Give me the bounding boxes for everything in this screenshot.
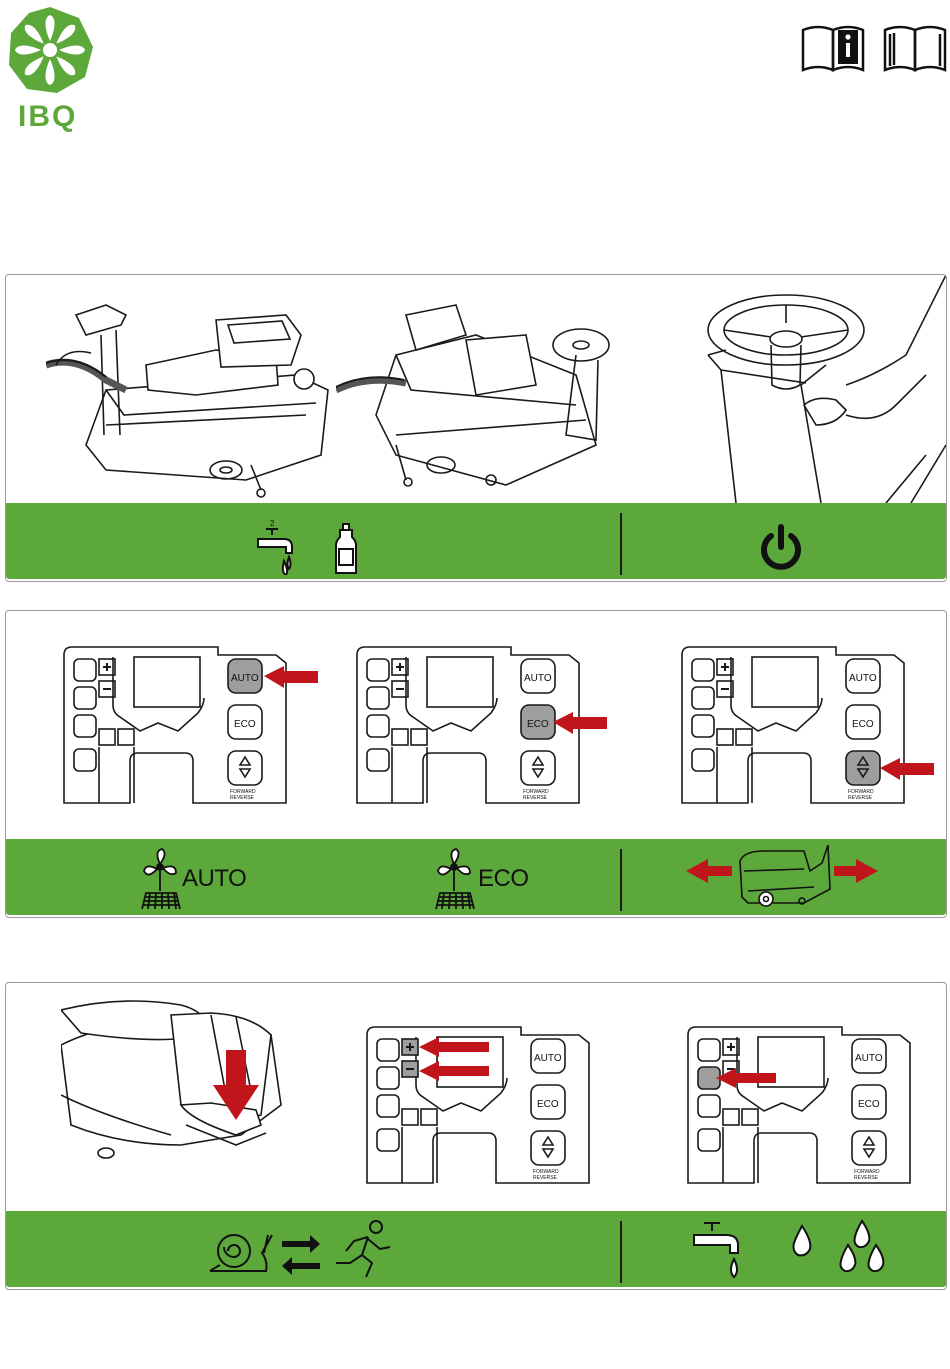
water-tap-icon xyxy=(690,1219,746,1285)
cp-eco-label: ECO xyxy=(858,1099,880,1110)
control-panel-plusminus-highlight: AUTO ECO FORWARD REVERSE xyxy=(361,1023,631,1191)
control-panel-direction-highlight: AUTO ECO FORWARD REVERSE xyxy=(676,643,946,811)
accelerator-pedal-illustration xyxy=(61,995,286,1185)
cp-reverse-label: REVERSE xyxy=(523,795,548,801)
manual-info-icon xyxy=(800,22,866,74)
panel2-icon-bar: AUTO ECO xyxy=(6,839,946,915)
manual-book-icon xyxy=(882,22,948,74)
control-panel-eco-highlight: AUTO ECO FORWARD REVERSE xyxy=(351,643,621,811)
cp-reverse-label: REVERSE xyxy=(848,795,873,801)
control-panel-auto-highlight: AUTO ECO FORWARD REVERSE xyxy=(58,643,328,811)
cp-auto-label: AUTO xyxy=(534,1053,562,1064)
cp-eco-label: ECO xyxy=(527,719,549,730)
cp-reverse-label: REVERSE xyxy=(854,1175,879,1181)
panel3-icon-bar xyxy=(6,1211,946,1287)
machine-direction-icon xyxy=(684,841,880,913)
cp-auto-label: AUTO xyxy=(855,1053,883,1064)
snail-icon xyxy=(206,1223,276,1275)
detergent-bottle-icon xyxy=(334,523,358,577)
cp-auto-label: AUTO xyxy=(849,673,877,684)
fan-brush-icon xyxy=(430,847,480,911)
panel3-divider xyxy=(620,1221,622,1283)
cp-eco-label: ECO xyxy=(852,719,874,730)
cp-eco-label: ECO xyxy=(234,719,256,730)
cp-eco-label: ECO xyxy=(537,1099,559,1110)
water-tap-icon: 2 xyxy=(254,517,298,575)
panel1-icon-bar: 2 xyxy=(6,503,946,579)
single-drop-icon xyxy=(790,1223,814,1259)
brand-logo xyxy=(5,5,95,95)
machine-fill-water-rear-illustration xyxy=(336,295,626,500)
power-icon xyxy=(756,523,806,573)
runner-icon xyxy=(328,1219,394,1281)
tap-number: 2 xyxy=(270,519,275,528)
fan-brush-icon xyxy=(136,847,186,911)
cp-auto-label: AUTO xyxy=(231,673,259,684)
steering-key-illustration xyxy=(696,275,946,503)
eco-mode-label: ECO xyxy=(478,865,529,893)
panel-fill-and-start: 2 xyxy=(5,274,947,582)
cp-reverse-label: REVERSE xyxy=(533,1175,558,1181)
swap-arrows-icon xyxy=(280,1231,322,1279)
panel2-divider xyxy=(620,849,622,911)
cp-auto-label: AUTO xyxy=(524,673,552,684)
machine-fill-water-side-illustration xyxy=(46,295,336,500)
brand-name: IBQ xyxy=(18,100,77,134)
panel1-divider xyxy=(620,513,622,575)
control-panel-water-highlight: AUTO ECO FORWARD REVERSE xyxy=(682,1023,947,1191)
panel-cleaning-modes: AUTO ECO FORWARD REVERSE AUTO ECO FORWAR… xyxy=(5,610,947,918)
triple-drop-icon xyxy=(834,1219,890,1279)
panel-speed-and-water: AUTO ECO FORWARD REVERSE AUTO ECO FO xyxy=(5,982,947,1290)
auto-mode-label: AUTO xyxy=(182,865,246,893)
cp-reverse-label: REVERSE xyxy=(230,795,255,801)
